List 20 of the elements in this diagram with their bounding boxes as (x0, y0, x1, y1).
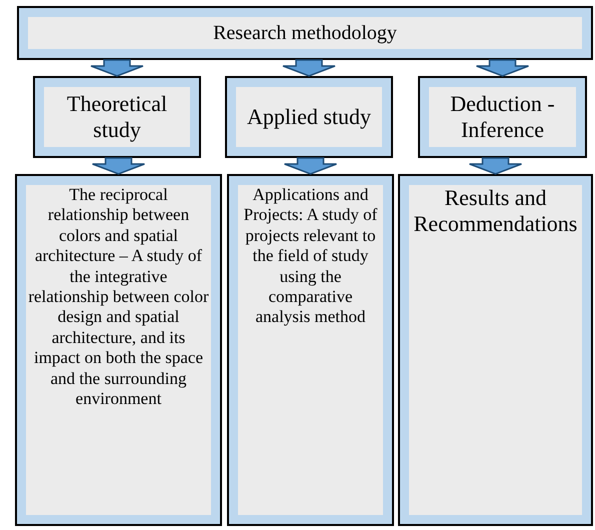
process-box (398, 174, 593, 526)
box-text: Research methodology (213, 21, 397, 45)
process-box (418, 76, 587, 158)
block-arrow (282, 59, 336, 77)
process-box (17, 6, 593, 60)
block-arrow (284, 157, 338, 175)
block-arrow (90, 59, 144, 77)
box-text: Deduction - Inference (449, 90, 556, 144)
process-box (225, 76, 393, 158)
box-text: Applications and Projects: A study of projects relevant to the field of study using the comparative analysis method (242, 185, 378, 328)
block-arrow (468, 157, 522, 175)
box-text: Theoretical study (66, 90, 168, 144)
block-arrow (92, 157, 146, 175)
process-box (33, 76, 201, 158)
block-arrow (476, 59, 530, 77)
process-box (15, 174, 222, 526)
box-text: The reciprocal relationship between colors and spatial architecture – A study of the integrative relationship between color design and spatial architecture, and its impact on both the space and the surrounding environment (28, 185, 209, 410)
process-box (227, 174, 394, 526)
box-text: Results and Recommendations (412, 185, 578, 238)
box-text: Applied study (246, 104, 372, 130)
